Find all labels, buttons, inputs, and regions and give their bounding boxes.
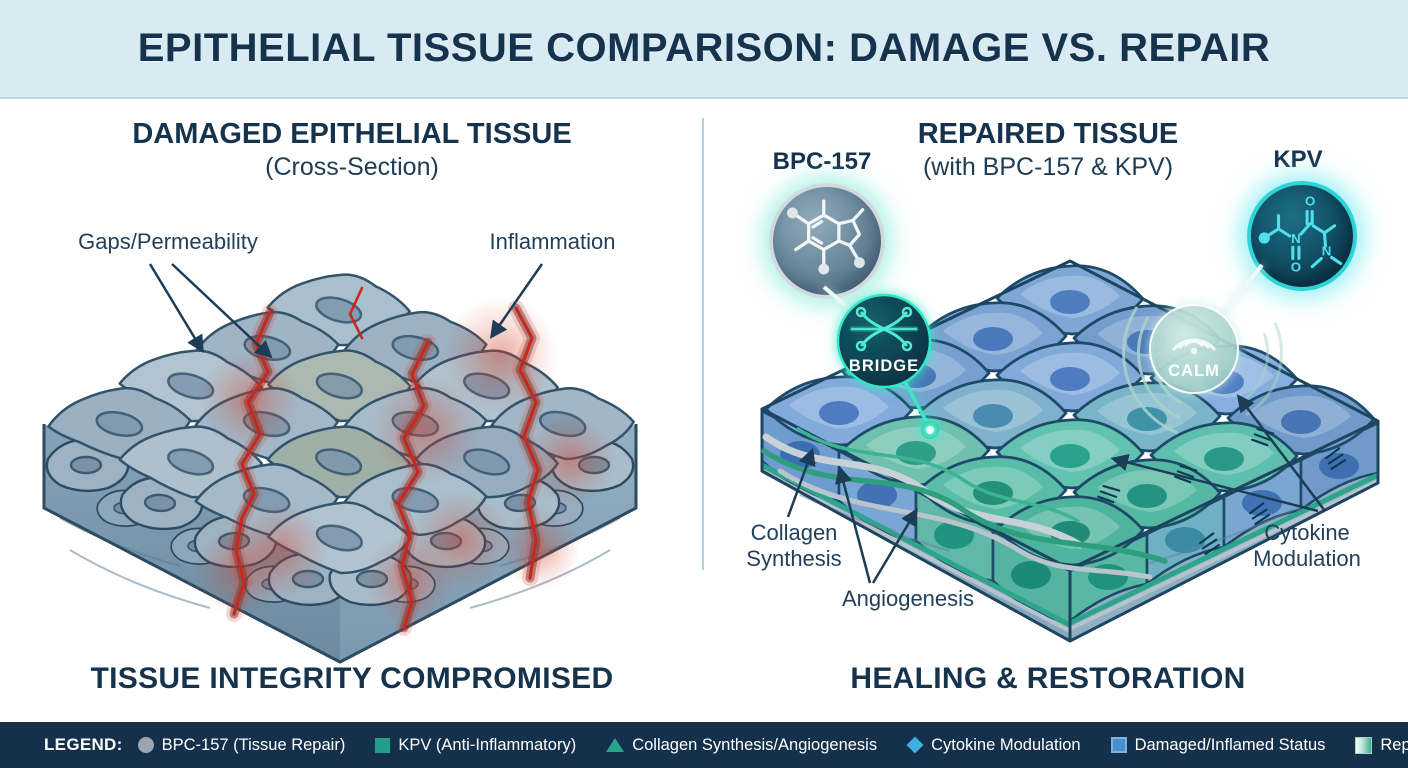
legend-bar: LEGEND: BPC-157 (Tissue Repair) KPV (Ant… [0, 722, 1408, 768]
bridge-badge-label: BRIDGE [849, 357, 919, 375]
bridge-node-connector [903, 381, 932, 429]
bpc-molecule-circle [769, 183, 885, 299]
cytokine-line-1: Cytokine [1264, 520, 1350, 545]
damaged-tissue-illustration [42, 263, 638, 664]
page-title: EPITHELIAL TISSUE COMPARISON: DAMAGE VS.… [137, 26, 1271, 70]
bridge-badge: BRIDGE [836, 293, 932, 389]
legend-title: LEGEND: [44, 735, 123, 754]
kpv-atom-o2: O [1305, 193, 1315, 208]
cytokine-line-2: Modulation [1253, 546, 1361, 571]
angiogenesis-label: Angiogenesis [841, 586, 975, 611]
repaired-tissue-illustration: BRIDGE CALM [760, 259, 1380, 643]
collagen-line-2: Synthesis [746, 546, 842, 571]
kpv-molecule-circle: N O O N [1247, 181, 1357, 291]
calm-badge-label: CALM [1168, 362, 1220, 380]
repaired-panel-subtitle: (with BPC-157 & KPV) [922, 153, 1174, 181]
legend-item-damaged: Damaged/Inflamed Status [1110, 735, 1326, 755]
repaired-caption: HEALING & RESTORATION [850, 662, 1246, 695]
legend-label: Damaged/Inflamed Status [1134, 735, 1326, 754]
title-banner: EPITHELIAL TISSUE COMPARISON: DAMAGE VS.… [0, 0, 1408, 99]
kpv-label: KPV [1273, 146, 1323, 173]
repair-node [921, 421, 939, 439]
suture-bridge-icon [849, 306, 919, 352]
legend-label: Collagen Synthesis/Angiogenesis [632, 735, 878, 754]
blue-square-marker-icon [1110, 737, 1127, 753]
square-marker-icon [375, 737, 391, 753]
legend-label: BPC-157 (Tissue Repair) [161, 735, 346, 754]
kpv-atom-o1: O [1291, 260, 1301, 275]
legend-label: KPV (Anti-Inflammatory) [398, 735, 577, 754]
legend-label: Repaired/Healthy Status [1380, 735, 1408, 754]
legend-item-cytokine: Cytokine Modulation [906, 735, 1081, 755]
collagen-and-vessels [761, 427, 1168, 580]
panel-divider [702, 118, 704, 570]
damaged-panel-subtitle: (Cross-Section) [265, 153, 439, 181]
legend-label: Cytokine Modulation [931, 735, 1081, 754]
damaged-annotation-arrows [148, 263, 544, 359]
legend-item-collagen: Collagen Synthesis/Angiogenesis [606, 736, 877, 755]
cytokine-modulation-label: Cytokine Modulation [1228, 520, 1386, 572]
kpv-atom-n1: N [1291, 231, 1301, 246]
ripple-calm-icon [1172, 338, 1216, 355]
repaired-annotation-arrows [786, 394, 1326, 584]
kpv-molecule-icon: N O O N [1258, 193, 1343, 275]
bpc-molecule-icon [787, 199, 865, 275]
gradient-square-marker-icon [1355, 736, 1373, 754]
damaged-panel-title: DAMAGED EPITHELIAL TISSUE [132, 118, 572, 150]
kpv-calm-connector [1222, 263, 1264, 315]
inflammation-label: Inflammation [489, 229, 616, 254]
legend-item-kpv: KPV (Anti-Inflammatory) [375, 736, 576, 755]
calm-badge: CALM [1149, 304, 1239, 394]
kpv-atom-n2: N [1322, 243, 1332, 258]
bpc-bridge-connector [822, 285, 854, 313]
triangle-marker-icon [606, 738, 625, 752]
damaged-caption: TISSUE INTEGRITY COMPROMISED [90, 662, 614, 695]
diamond-marker-icon [906, 736, 924, 754]
repaired-panel-title: REPAIRED TISSUE [917, 118, 1179, 150]
collagen-synthesis-label: Collagen Synthesis [723, 520, 865, 572]
collagen-line-1: Collagen [750, 520, 838, 545]
legend-item-bpc: BPC-157 (Tissue Repair) [137, 735, 346, 755]
legend-item-repaired: Repaired/Healthy Status [1355, 736, 1408, 755]
bpc-157-label: BPC-157 [772, 148, 872, 175]
gaps-permeability-label: Gaps/Permeability [78, 229, 258, 254]
circle-marker-icon [137, 737, 154, 753]
